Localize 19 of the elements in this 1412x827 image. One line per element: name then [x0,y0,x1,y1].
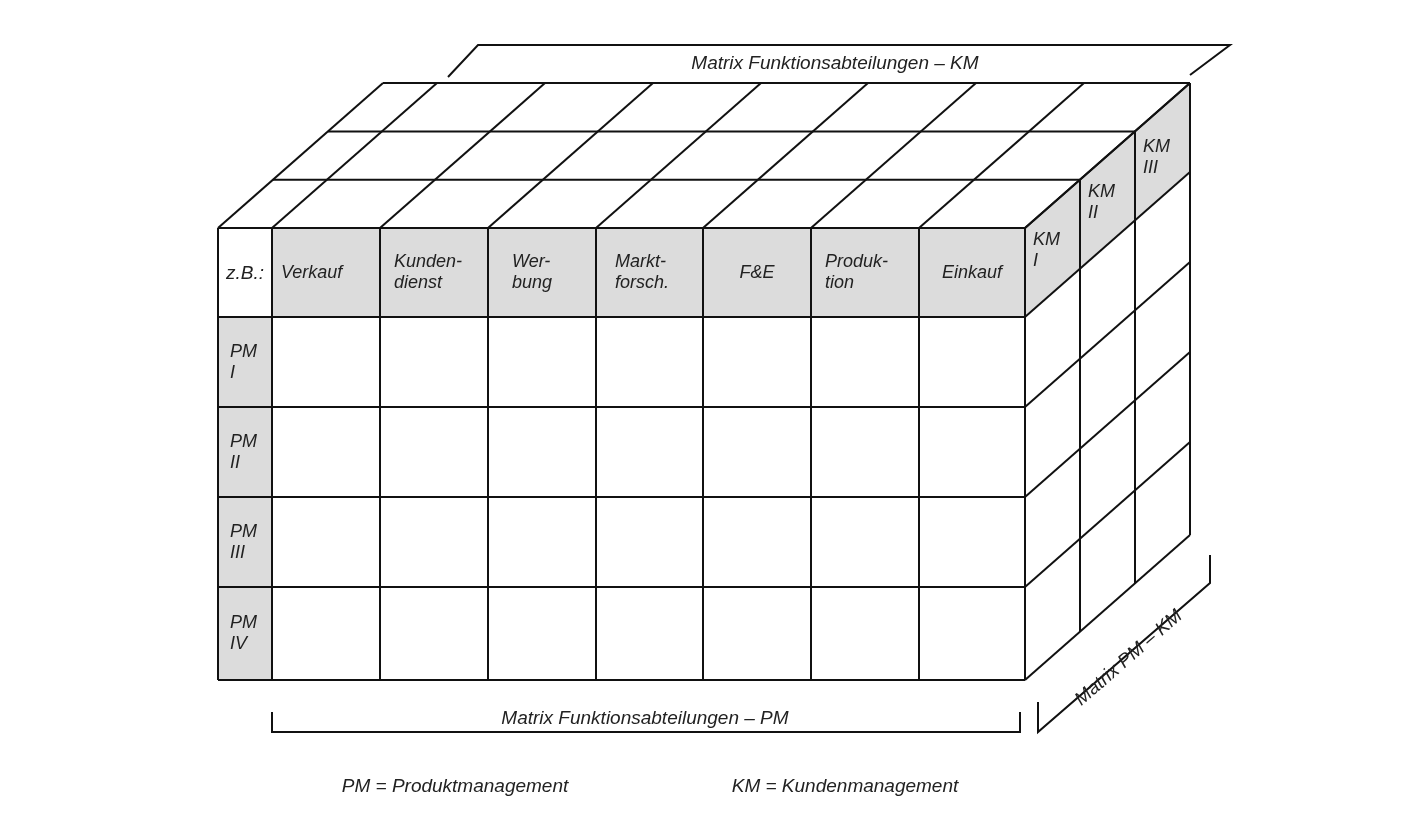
legend-text: PM = Produktmanagement [341,774,569,796]
column-header: Einkauf [942,261,1002,283]
column-header: Kunden- dienst [394,251,464,293]
column-header: Markt- forsch. [615,251,671,293]
row-header: PM III [230,521,258,563]
column-header: Wer- bung [512,251,554,293]
column-header: KM I [1033,229,1061,271]
column-header: Produk- tion [825,251,890,293]
axis-title: Matrix Funktionsabteilungen – PM [501,706,789,728]
column-header: KM II [1088,181,1116,223]
row-header: PM IV [230,612,258,654]
row-header: PM I [230,341,258,383]
axis-title: Matrix Funktionsabteilungen – KM [691,51,979,73]
column-header: KM III [1143,136,1171,178]
column-header: Verkauf [281,261,345,283]
row-header: PM II [230,431,258,473]
note: z.B.: [226,261,264,283]
legend-text: KM = Kundenmanagement [731,774,959,796]
column-header: F&E [739,261,775,283]
